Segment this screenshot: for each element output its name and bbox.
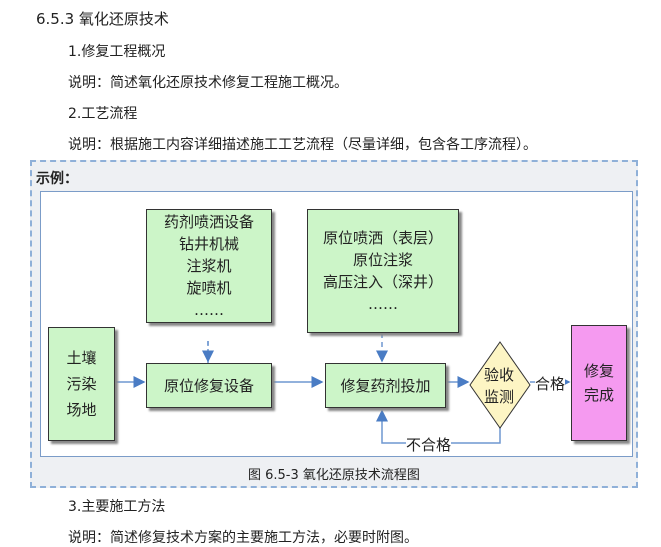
- equipment-box: 原位修复设备: [146, 363, 272, 408]
- check-diamond: [469, 341, 531, 429]
- description-3: 说明：简述修复技术方案的主要施工方法，必要时附图。: [68, 530, 418, 546]
- description-1: 说明：简述氧化还原技术修复工程施工概况。: [68, 75, 348, 91]
- pass-label: 合格: [535, 373, 566, 394]
- methods-list-box: 原位喷洒（表层）原位注浆高压注入（深井）……: [307, 209, 459, 333]
- check-label: 验收监测: [484, 366, 515, 406]
- subheading-2: 2.工艺流程: [68, 106, 138, 122]
- figure-caption: 图 6.5-3 氧化还原技术流程图: [248, 468, 420, 483]
- subheading-1: 1.修复工程概况: [68, 44, 166, 60]
- site-box: 土壤污染场地: [48, 327, 115, 441]
- fail-label: 不合格: [406, 434, 452, 455]
- done-box: 修复完成: [571, 325, 627, 441]
- equipment-list-box: 药剂喷洒设备钻井机械注浆机旋喷机……: [146, 209, 272, 323]
- description-2: 说明：根据施工内容详细描述施工工艺流程（尽量详细，包含各工序流程）。: [68, 137, 537, 153]
- example-label: 示例：: [36, 171, 78, 187]
- section-heading: 6.5.3 氧化还原技术: [36, 10, 169, 28]
- dose-box: 修复药剂投加: [325, 363, 446, 408]
- subheading-3: 3.主要施工方法: [68, 499, 166, 515]
